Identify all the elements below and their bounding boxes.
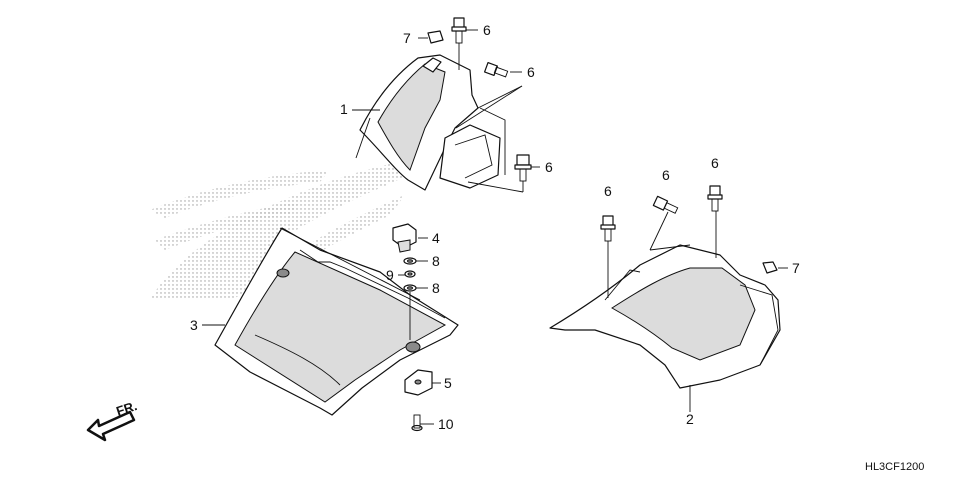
front-direction-arrow-icon: FR. bbox=[86, 398, 139, 442]
callout-2: 2 bbox=[686, 411, 694, 427]
callout-10: 10 bbox=[438, 416, 454, 432]
bolt-6-upper-right bbox=[483, 61, 509, 78]
bolt-6-side-right bbox=[707, 185, 723, 212]
callout-6-side-left: 6 bbox=[604, 183, 612, 199]
part-3-center-cover bbox=[214, 227, 459, 416]
callout-6-side-mid: 6 bbox=[662, 167, 670, 183]
callout-6-mid: 6 bbox=[545, 159, 553, 175]
washer-8-lower bbox=[403, 284, 417, 292]
callout-7-side: 7 bbox=[792, 260, 800, 276]
washer-8-upper bbox=[403, 257, 417, 265]
bolt-6-side-mid bbox=[652, 195, 679, 214]
bolt-6-mid bbox=[514, 154, 532, 182]
callout-1: 1 bbox=[340, 101, 348, 117]
part-1-upper-cover bbox=[355, 54, 506, 191]
callout-6-upper-right: 6 bbox=[527, 64, 535, 80]
nut-9 bbox=[404, 270, 416, 278]
watermark-logo bbox=[150, 155, 430, 300]
callout-8-lower: 8 bbox=[432, 280, 440, 296]
front-direction-label: FR. bbox=[114, 398, 139, 419]
diagram-code: HL3CF1200 bbox=[865, 461, 924, 473]
clip-4 bbox=[392, 223, 417, 253]
callout-7-top: 7 bbox=[403, 30, 411, 46]
screw-10 bbox=[411, 414, 423, 432]
callout-3: 3 bbox=[190, 317, 198, 333]
callout-5: 5 bbox=[444, 375, 452, 391]
bolt-6-top bbox=[451, 17, 467, 44]
callout-4: 4 bbox=[432, 230, 440, 246]
leader-lines bbox=[202, 29, 788, 425]
bolt-6-side-left bbox=[600, 215, 616, 242]
nut-7-top bbox=[427, 30, 444, 44]
part-2-side-cover bbox=[549, 244, 781, 389]
callout-8-upper: 8 bbox=[432, 253, 440, 269]
callout-9: 9 bbox=[386, 267, 394, 283]
callout-6-side-right: 6 bbox=[711, 155, 719, 171]
bracket-5 bbox=[404, 369, 433, 396]
callout-numbers: 1 2 3 4 5 6 6 6 6 6 6 7 7 8 8 9 10 bbox=[190, 22, 800, 432]
callout-6-top: 6 bbox=[483, 22, 491, 38]
